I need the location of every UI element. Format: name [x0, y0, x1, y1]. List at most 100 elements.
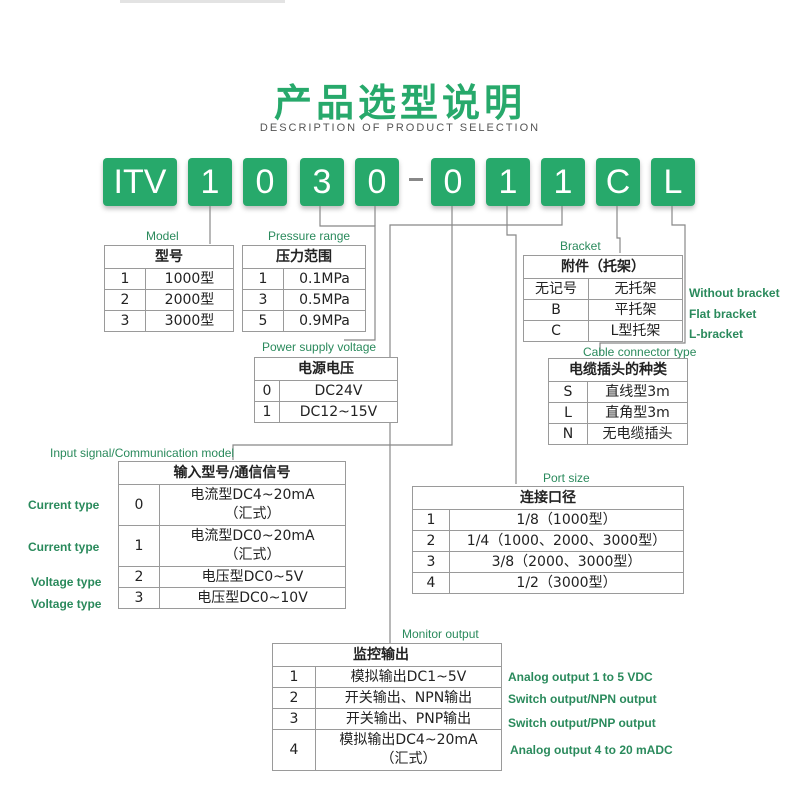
- monitor-code: 1: [272, 666, 316, 688]
- pressure-desc: 0.1MPa: [283, 268, 366, 290]
- cable-en-label: Cable connector type: [583, 345, 697, 359]
- bracket-row-en: Flat bracket: [689, 307, 757, 321]
- bracket-code: 无记号: [523, 278, 589, 300]
- port-code: 1: [412, 509, 450, 531]
- monitor-desc: 模拟输出DC1~5V: [315, 666, 502, 688]
- input-desc: 电压型DC0~5V: [159, 566, 346, 588]
- port-code: 4: [412, 572, 450, 594]
- input-code: 2: [118, 566, 160, 588]
- input-desc: 电流型DC4~20mA: [190, 487, 315, 503]
- pressure-desc: 0.9MPa: [283, 310, 366, 332]
- code-box-input: 0: [431, 158, 475, 206]
- power-code: 1: [254, 401, 280, 423]
- port-desc: 1/4（1000、2000、3000型）: [449, 530, 684, 552]
- monitor-row-en: Analog output 1 to 5 VDC: [508, 670, 653, 684]
- input-desc-note: （汇式）: [224, 547, 281, 563]
- pressure-code: 1: [242, 268, 284, 290]
- port-table-title: 连接口径: [412, 486, 684, 510]
- monitor-row-en: Analog output 4 to 20 mADC: [510, 743, 673, 757]
- code-box-prefix: ITV: [103, 158, 177, 206]
- monitor-desc-note: （汇式）: [380, 751, 437, 767]
- model-desc: 1000型: [145, 268, 234, 290]
- input-desc: 电流型DC0~20mA: [190, 528, 315, 544]
- cable-code: L: [548, 402, 588, 424]
- input-desc: 电压型DC0~10V: [159, 587, 346, 609]
- bracket-desc: 平托架: [588, 299, 683, 321]
- port-desc: 1/8（1000型）: [449, 509, 684, 531]
- pressure-code: 3: [242, 289, 284, 311]
- code-box-bracket: L: [651, 158, 695, 206]
- bracket-desc: 无托架: [588, 278, 683, 300]
- code-box-port: 1: [486, 158, 530, 206]
- cable-desc: 无电缆插头: [587, 423, 688, 445]
- input-code: 3: [118, 587, 160, 609]
- model-desc: 2000型: [145, 289, 234, 311]
- page-subtitle: DESCRIPTION OF PRODUCT SELECTION: [259, 122, 541, 134]
- pressure-desc: 0.5MPa: [283, 289, 366, 311]
- input-row-en: Voltage type: [31, 597, 102, 611]
- input-desc-note: （汇式）: [224, 506, 281, 522]
- monitor-code: 4: [272, 729, 316, 771]
- monitor-desc: 模拟输出DC4~20mA: [339, 732, 478, 748]
- port-desc: 3/8（2000、3000型）: [449, 551, 684, 573]
- model-en-label: Model: [146, 229, 179, 243]
- monitor-code: 3: [272, 708, 316, 730]
- port-desc: 1/2（3000型）: [449, 572, 684, 594]
- power-desc: DC12~15V: [279, 401, 398, 423]
- model-desc: 3000型: [145, 310, 234, 332]
- bracket-table-title: 附件（托架）: [523, 255, 683, 279]
- input-en-label: Input signal/Communication model: [50, 446, 235, 460]
- pressure-en-label: Pressure range: [268, 229, 351, 243]
- code-box-power: 0: [355, 158, 399, 206]
- input-code: 1: [118, 525, 160, 567]
- bracket-code: C: [523, 320, 589, 342]
- cable-desc: 直线型3m: [587, 381, 688, 403]
- port-code: 2: [412, 530, 450, 552]
- monitor-row-en: Switch output/NPN output: [508, 692, 657, 706]
- input-table: 输入型号/通信信号 0 电流型DC4~20mA （汇式） 1 电流型DC0~20m…: [118, 461, 346, 609]
- input-table-title: 输入型号/通信信号: [118, 461, 346, 485]
- monitor-en-label: Monitor output: [402, 627, 479, 641]
- bracket-row-en: Without bracket: [689, 286, 780, 300]
- bracket-row-en: L-bracket: [689, 327, 744, 341]
- code-box-cable: C: [596, 158, 640, 206]
- cable-code: N: [548, 423, 588, 445]
- pressure-table-title: 压力范围: [242, 245, 366, 269]
- input-row-en: Voltage type: [31, 575, 102, 589]
- model-code: 2: [104, 289, 146, 311]
- model-code: 3: [104, 310, 146, 332]
- cable-code: S: [548, 381, 588, 403]
- monitor-row-en: Switch output/PNP output: [508, 716, 656, 730]
- port-code: 3: [412, 551, 450, 573]
- monitor-desc: 开关输出、NPN输出: [315, 687, 502, 709]
- power-table-title: 电源电压: [254, 357, 398, 381]
- monitor-table-title: 监控输出: [272, 643, 502, 667]
- model-table-title: 型号: [104, 245, 234, 269]
- power-desc: DC24V: [279, 380, 398, 402]
- model-code: 1: [104, 268, 146, 290]
- power-en-label: Power supply voltage: [262, 340, 377, 354]
- bracket-en-label: Bracket: [560, 239, 601, 253]
- cable-desc: 直角型3m: [587, 402, 688, 424]
- bracket-code: B: [523, 299, 589, 321]
- monitor-code: 2: [272, 687, 316, 709]
- monitor-desc: 开关输出、PNP输出: [315, 708, 502, 730]
- input-code: 0: [118, 484, 160, 526]
- top-divider: [120, 0, 285, 3]
- code-box-monitor: 1: [541, 158, 585, 206]
- code-box-pressure: 3: [300, 158, 344, 206]
- cable-table-title: 电缆插头的种类: [548, 358, 688, 382]
- page-title: 产品选型说明: [273, 81, 526, 125]
- bracket-desc: L型托架: [588, 320, 683, 342]
- input-row-en: Current type: [28, 498, 100, 512]
- code-box-model-2: 0: [243, 158, 287, 206]
- power-code: 0: [254, 380, 280, 402]
- pressure-code: 5: [242, 310, 284, 332]
